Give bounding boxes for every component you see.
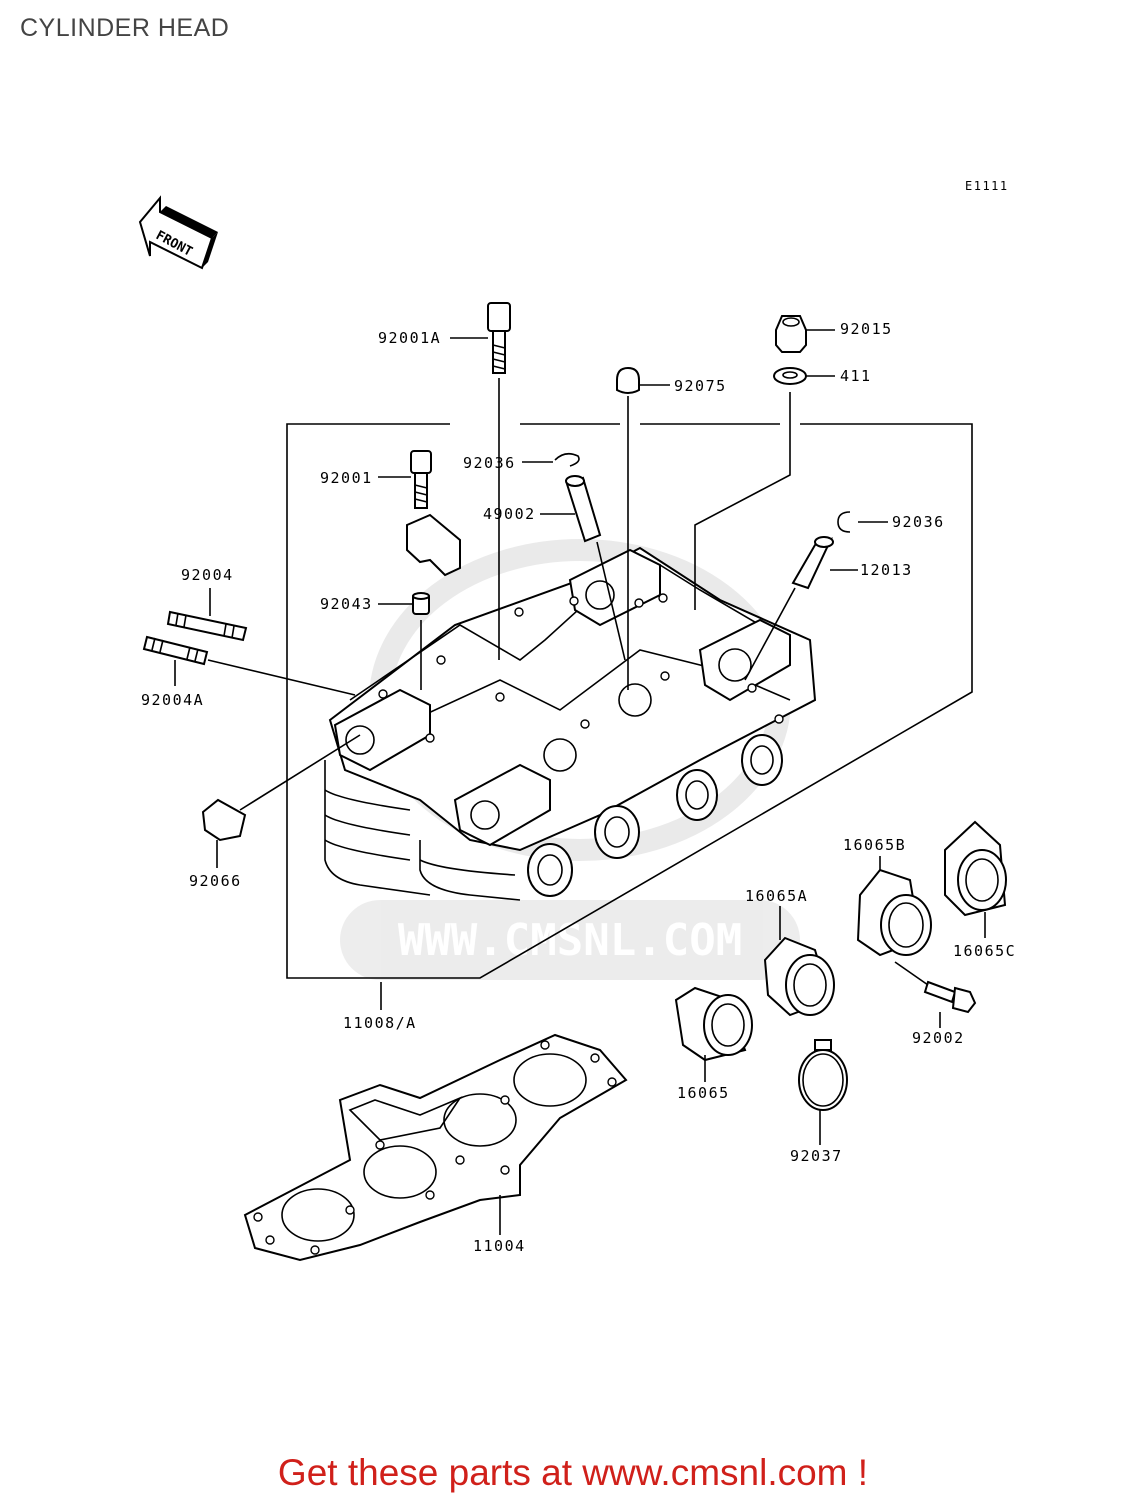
part-92001A[interactable]: 92001A bbox=[378, 302, 511, 660]
label-92036-top: 92036 bbox=[463, 454, 516, 472]
label-16065C: 16065C bbox=[953, 942, 1016, 960]
part-92037[interactable]: 92037 bbox=[790, 1039, 848, 1165]
part-12013[interactable]: 12013 bbox=[744, 536, 913, 681]
ref-code: E1111 bbox=[965, 179, 1009, 193]
part-11008A[interactable]: 11008/A bbox=[343, 982, 417, 1032]
part-92036-right[interactable]: 92036 bbox=[837, 511, 945, 533]
page-title: CYLINDER HEAD bbox=[20, 14, 230, 42]
label-92015: 92015 bbox=[840, 320, 893, 338]
part-92002[interactable]: 92002 bbox=[894, 961, 977, 1047]
part-11004[interactable]: 11004 bbox=[243, 1033, 628, 1262]
cam-cap bbox=[406, 513, 461, 577]
part-92001[interactable]: 92001 bbox=[320, 450, 432, 509]
part-16065[interactable]: 16065 bbox=[674, 986, 753, 1102]
watermark-text: WWW.CMSNL.COM bbox=[398, 915, 742, 966]
label-92066: 92066 bbox=[189, 872, 242, 890]
label-16065: 16065 bbox=[677, 1084, 730, 1102]
label-92037: 92037 bbox=[790, 1147, 843, 1165]
part-92075[interactable]: 92075 bbox=[616, 366, 727, 690]
label-12013: 12013 bbox=[860, 561, 913, 579]
label-92004: 92004 bbox=[181, 566, 234, 584]
part-92004[interactable]: 92004 bbox=[166, 566, 248, 642]
label-11008A: 11008/A bbox=[343, 1014, 417, 1032]
parts-diagram: WWW.CMSNL.COM E1111 FRONT bbox=[138, 179, 1016, 1262]
label-92043: 92043 bbox=[320, 595, 373, 613]
part-16065B[interactable]: 16065B bbox=[843, 836, 932, 957]
label-92001: 92001 bbox=[320, 469, 373, 487]
label-92036-right: 92036 bbox=[892, 513, 945, 531]
label-92075: 92075 bbox=[674, 377, 727, 395]
label-92004A: 92004A bbox=[141, 691, 204, 709]
part-92066[interactable]: 92066 bbox=[189, 734, 361, 890]
label-411: 411 bbox=[840, 367, 872, 385]
cylinder-head-body bbox=[324, 546, 817, 901]
part-92004A[interactable]: 92004A bbox=[141, 635, 356, 709]
part-49002[interactable]: 49002 bbox=[483, 475, 626, 661]
label-11004: 11004 bbox=[473, 1237, 526, 1255]
label-49002: 49002 bbox=[483, 505, 536, 523]
assembly-bracket bbox=[286, 423, 973, 979]
label-16065A: 16065A bbox=[745, 887, 808, 905]
part-16065C[interactable]: 16065C bbox=[944, 820, 1016, 960]
part-411[interactable]: 411 bbox=[694, 367, 872, 610]
part-92036-top[interactable]: 92036 bbox=[463, 452, 580, 472]
part-92043[interactable]: 92043 bbox=[320, 592, 430, 690]
footer-link[interactable]: Get these parts at www.cmsnl.com ! bbox=[277, 1452, 869, 1493]
label-92002: 92002 bbox=[912, 1029, 965, 1047]
part-16065A[interactable]: 16065A bbox=[745, 887, 835, 1017]
label-16065B: 16065B bbox=[843, 836, 906, 854]
label-92001A: 92001A bbox=[378, 329, 441, 347]
front-arrow-icon: FRONT bbox=[138, 195, 218, 270]
part-92015[interactable]: 92015 bbox=[775, 315, 893, 353]
